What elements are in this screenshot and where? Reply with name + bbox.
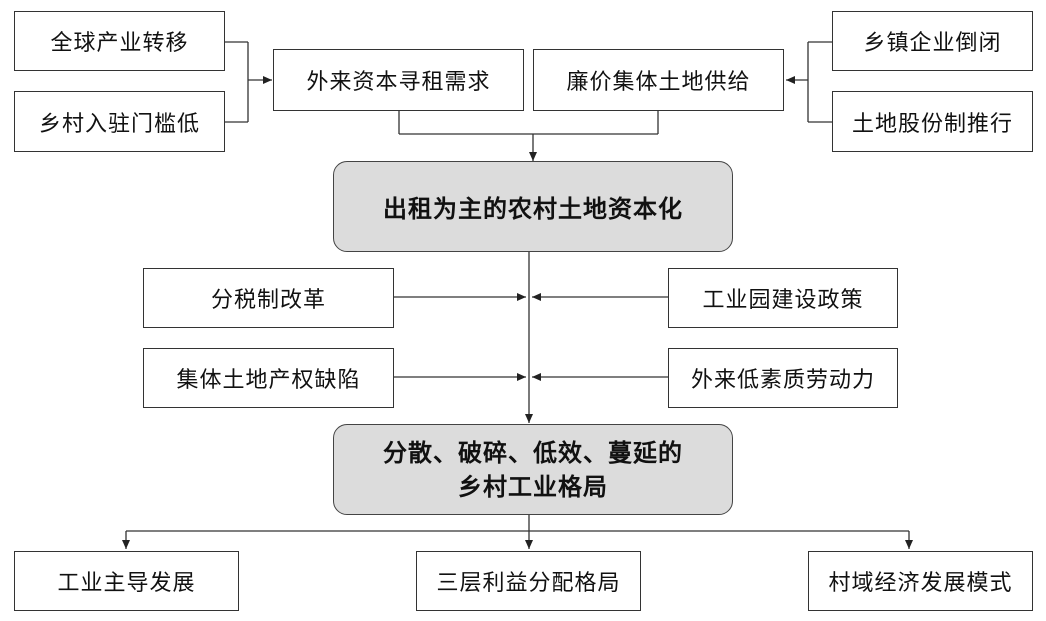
node-industrial-park-policy: 工业园建设政策 <box>668 268 898 328</box>
node-tax-sharing-reform: 分税制改革 <box>143 268 394 328</box>
node-industry-led-development: 工业主导发展 <box>14 551 239 611</box>
node-three-tier-benefit-distribution: 三层利益分配格局 <box>416 551 641 611</box>
node-low-skilled-migrant-labor: 外来低素质劳动力 <box>668 348 898 408</box>
node-external-capital-rent-seeking: 外来资本寻租需求 <box>273 49 524 111</box>
node-land-shareholding-system: 土地股份制推行 <box>832 91 1033 152</box>
node-village-economy-model: 村域经济发展模式 <box>808 551 1033 611</box>
node-collective-land-rights-defect: 集体土地产权缺陷 <box>143 348 394 408</box>
node-cheap-collective-land-supply: 廉价集体土地供给 <box>533 49 784 111</box>
node-rural-industrial-pattern: 分散、破碎、低效、蔓延的 乡村工业格局 <box>333 424 733 515</box>
node-township-enterprise-closure: 乡镇企业倒闭 <box>832 11 1033 71</box>
core2-line-2: 乡村工业格局 <box>458 472 608 501</box>
node-low-rural-entry-threshold: 乡村入驻门槛低 <box>14 91 225 152</box>
node-global-industry-transfer: 全球产业转移 <box>14 11 225 71</box>
core2-line-1: 分散、破碎、低效、蔓延的 <box>383 438 683 467</box>
node-rural-land-capitalization: 出租为主的农村土地资本化 <box>333 161 733 252</box>
